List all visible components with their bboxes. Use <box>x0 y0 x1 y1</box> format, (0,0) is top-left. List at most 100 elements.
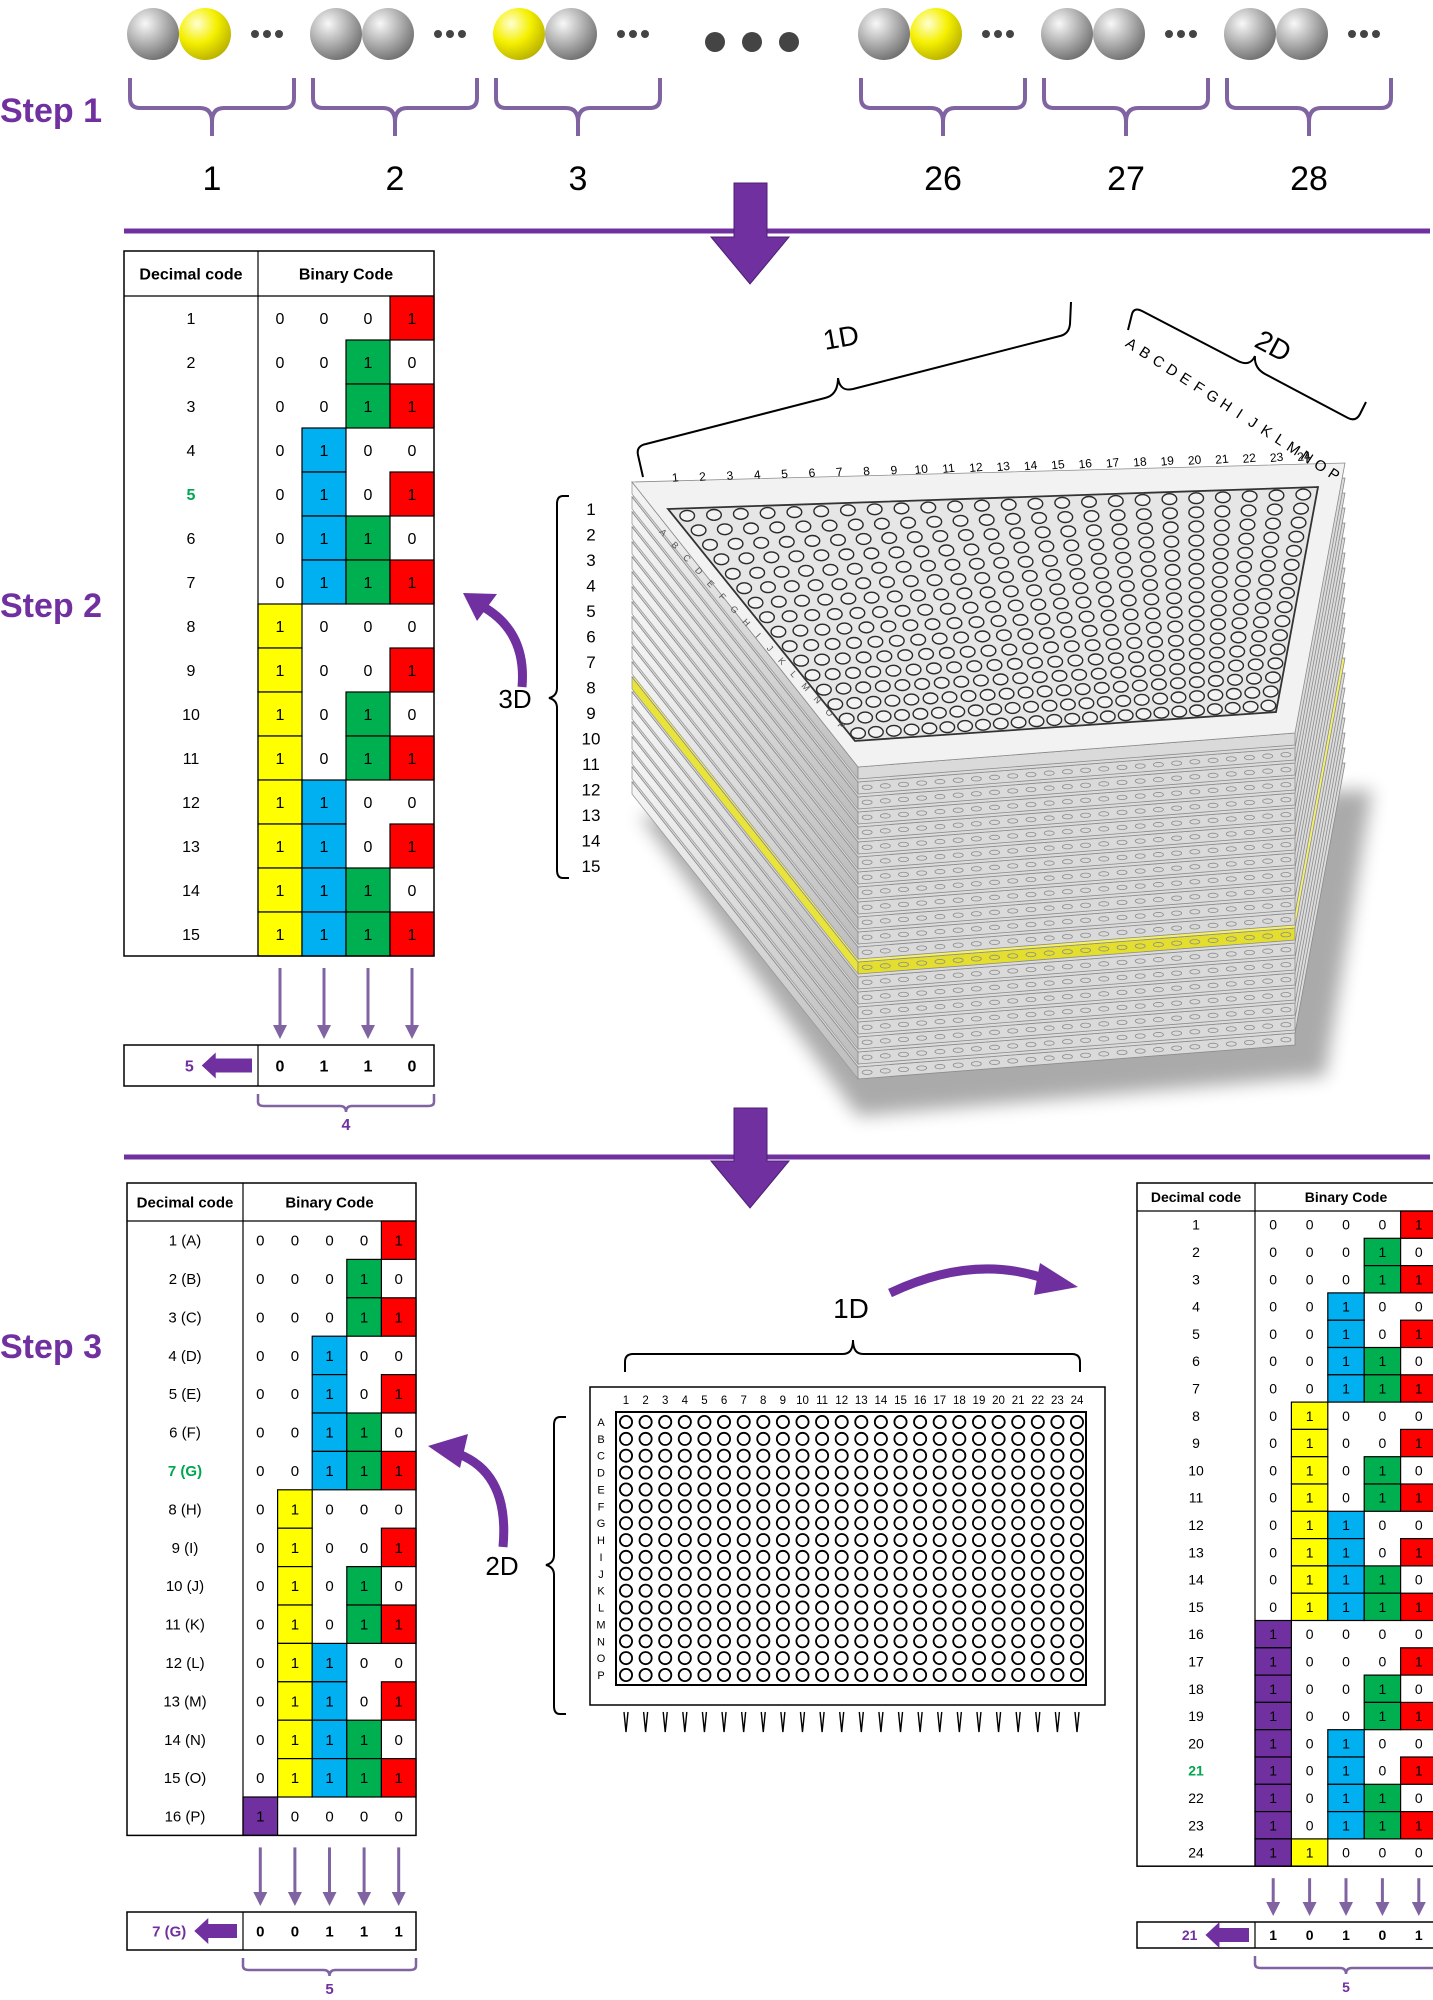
well <box>849 606 866 620</box>
well-edge <box>1153 867 1164 873</box>
well-edge <box>1225 786 1237 792</box>
bit-value: 1 <box>1342 1544 1350 1560</box>
well <box>795 1583 810 1598</box>
well <box>873 1499 888 1514</box>
decimal-code: 24 <box>1188 1845 1204 1861</box>
bit-value: 0 <box>276 311 285 328</box>
well-edge <box>879 783 891 789</box>
layer-number: 2 <box>586 526 595 545</box>
well-edge <box>989 924 1000 930</box>
bit-cell-fill <box>346 1719 382 1760</box>
well-edge <box>1025 921 1037 928</box>
bit-value: 1 <box>1379 1462 1387 1478</box>
well <box>991 1482 1006 1497</box>
well-edge <box>934 1004 946 1010</box>
well <box>1026 584 1043 597</box>
well <box>1050 1583 1065 1598</box>
well-edge <box>916 930 928 936</box>
bit-value: 0 <box>1415 1845 1423 1861</box>
bit-value: 1 <box>325 1463 333 1480</box>
layer-number: 14 <box>582 832 601 851</box>
well <box>1171 705 1188 718</box>
well-edge <box>1007 773 1019 779</box>
well <box>817 593 834 606</box>
well <box>781 640 798 653</box>
bit-cell-fill <box>380 1681 417 1721</box>
plate-row-letter: I <box>599 1552 602 1564</box>
bit-value: 1 <box>1306 1517 1314 1533</box>
bit-value: 0 <box>408 883 417 900</box>
bit-value: 1 <box>1342 1763 1350 1779</box>
well <box>1263 531 1280 544</box>
well <box>1070 1533 1085 1548</box>
bit-value: 1 <box>320 883 329 900</box>
well-edge <box>970 896 982 902</box>
well-edge <box>989 864 1000 870</box>
bit-value: 0 <box>395 1425 403 1442</box>
well <box>1247 658 1264 671</box>
bit-value: 1 <box>1306 1599 1314 1615</box>
bit-value: 1 <box>395 1770 403 1787</box>
bit-value: 1 <box>1415 1217 1423 1233</box>
well <box>815 1600 830 1615</box>
well <box>775 1465 790 1480</box>
stack-row-letter: E <box>1176 369 1194 389</box>
well <box>1090 552 1107 565</box>
well <box>788 550 805 563</box>
well <box>763 551 780 564</box>
well <box>697 1583 712 1598</box>
stack-col-number: 20 <box>1187 452 1202 467</box>
well-edge <box>1153 1032 1164 1038</box>
well-edge <box>898 931 909 938</box>
well-edge <box>1153 777 1164 783</box>
decimal-code: 22 <box>1188 1790 1204 1806</box>
well-edge <box>1025 831 1037 838</box>
well-edge <box>952 987 964 993</box>
well <box>1111 523 1128 536</box>
well <box>893 1431 908 1446</box>
bit-cell-fill <box>345 691 391 737</box>
plate-pin <box>1035 1711 1041 1733</box>
well-edge <box>1098 1051 1110 1057</box>
well-edge <box>1171 1045 1183 1051</box>
bit-value: 0 <box>325 1271 333 1288</box>
well <box>902 619 919 632</box>
well <box>1148 649 1165 663</box>
bit-value: 0 <box>320 751 329 768</box>
well-edge <box>1007 1043 1019 1049</box>
well-edge <box>1043 950 1055 956</box>
well-edge <box>1098 796 1110 802</box>
bit-cell-fill <box>1327 1292 1365 1321</box>
well-edge <box>1007 878 1019 884</box>
bit-value: 1 <box>408 487 417 504</box>
well-edge <box>1116 884 1128 891</box>
well-edge <box>1043 1025 1055 1031</box>
well-edge <box>861 964 873 970</box>
well <box>933 588 950 601</box>
well <box>638 1668 653 1683</box>
well-edge <box>952 957 964 963</box>
bead-gray <box>545 8 597 60</box>
bit-cell-fill <box>1399 1592 1433 1622</box>
well-edge <box>1207 907 1219 913</box>
well <box>854 1482 869 1497</box>
well <box>1161 507 1178 520</box>
well <box>1254 601 1271 615</box>
well <box>873 1431 888 1446</box>
well <box>1050 1651 1065 1666</box>
well <box>815 1583 830 1598</box>
well-edge <box>1025 801 1037 808</box>
well <box>677 1448 692 1463</box>
well-edge <box>1244 949 1255 956</box>
well-edge <box>1189 939 1201 945</box>
bit-value: 0 <box>1379 1544 1387 1560</box>
well <box>846 562 863 575</box>
well <box>821 519 838 532</box>
well <box>1145 621 1162 634</box>
bit-value: 0 <box>1379 1408 1387 1424</box>
well <box>697 1482 712 1497</box>
well <box>1030 1566 1045 1581</box>
well-edge <box>1025 771 1037 778</box>
well <box>888 634 905 647</box>
well <box>1292 502 1309 515</box>
